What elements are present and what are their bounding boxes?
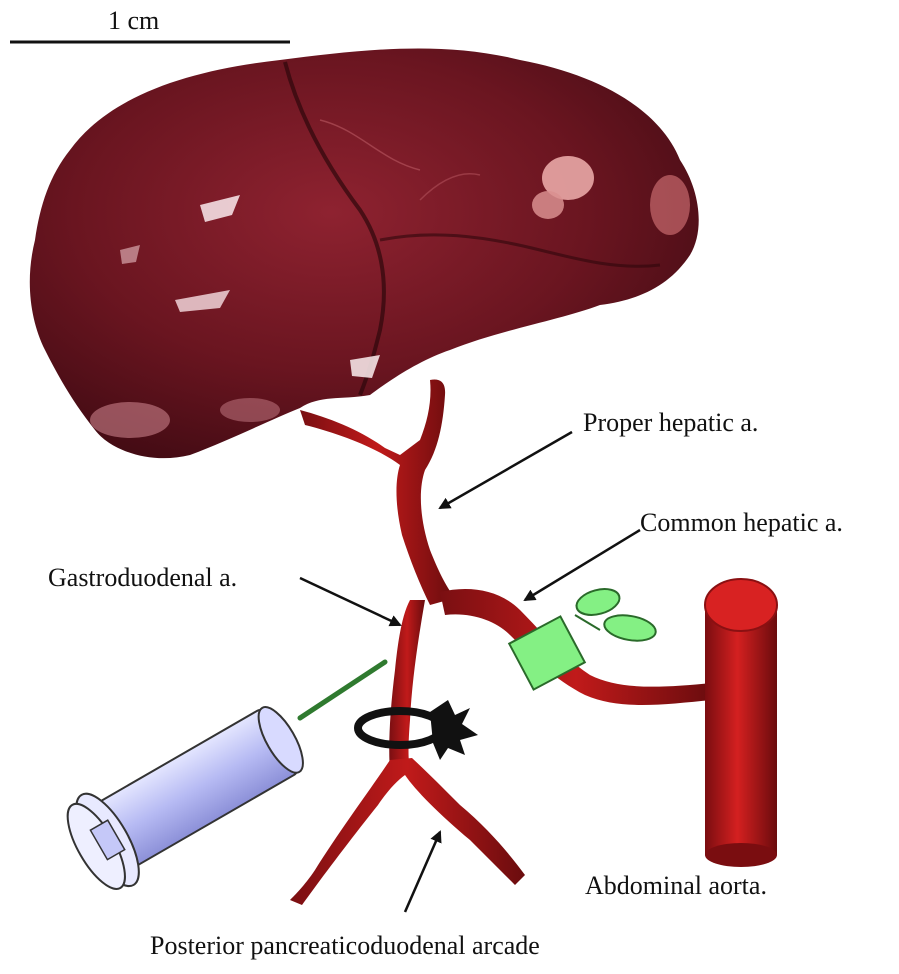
posterior-arcade-artery [290,758,525,905]
arrow-posterior-arcade [405,832,440,912]
arrow-common-hepatic [525,530,640,600]
label-common-hepatic: Common hepatic a. [640,510,843,536]
syringe-needle [300,662,385,718]
scale-bar-label: 1 cm [108,8,159,34]
ligature-knot [358,700,478,760]
arrow-proper-hepatic [440,432,572,508]
label-abdominal-aorta: Abdominal aorta. [585,873,767,899]
arrow-gastroduodenal [300,578,400,625]
label-gastroduodenal: Gastroduodenal a. [48,565,237,591]
label-proper-hepatic: Proper hepatic a. [583,410,758,436]
liver-specimen [30,48,699,458]
label-posterior-arcade: Posterior pancreaticoduodenal arcade [150,933,540,959]
proper-hepatic-artery [300,380,455,605]
abdominal-aorta [705,579,777,867]
syringe [55,662,385,900]
